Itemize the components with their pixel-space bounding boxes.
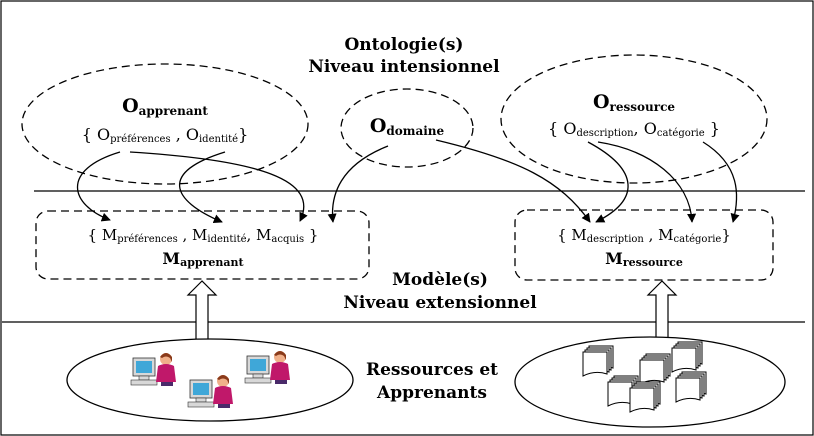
ontology-apprenant-title: Oapprenant xyxy=(122,95,208,118)
stacked-documents-icon xyxy=(639,353,671,385)
ontology-domaine-title: Odomaine xyxy=(370,115,445,138)
arrow-odesc-to-mcat xyxy=(597,141,697,223)
stacked-documents-icon xyxy=(671,341,703,373)
ontology-ressource-ellipse xyxy=(500,54,768,184)
model-ressource-title: Mressource xyxy=(605,249,683,269)
ontology-apprenant-ellipse xyxy=(21,63,309,185)
learner-at-computer-icon xyxy=(187,375,233,408)
ontology-domaine-ellipse xyxy=(340,88,474,168)
arrow-opref-to-mpref xyxy=(76,151,121,222)
ontology-apprenant-members: { Opréférences , Oidentité} xyxy=(82,125,249,145)
model-apprenant-members: { Mpréférences , Midentité, Macquis } xyxy=(88,226,319,245)
arrow-odomaine-to-macquis xyxy=(327,145,389,223)
stacked-documents-icon xyxy=(629,381,661,413)
learner-at-computer-icon xyxy=(244,351,290,384)
arrow-odomaine-to-mdesc xyxy=(435,139,591,223)
resources-learners-title-1: Ressources et xyxy=(366,360,498,380)
arrow-ocat-to-mcat xyxy=(702,141,740,223)
ontologies-title: Ontologie(s) xyxy=(345,35,464,55)
learner-at-computer-icon xyxy=(130,353,176,386)
ontology-ressource-members: { Odescription, Ocatégorie } xyxy=(548,119,720,139)
model-ressource-members: { Mdescription , Mcatégorie} xyxy=(557,226,731,245)
arrow-odesc-to-mdesc xyxy=(587,141,629,223)
model-apprenant-title: Mapprenant xyxy=(162,249,244,269)
models-title: Modèle(s) xyxy=(392,270,488,290)
intensional-level-title: Niveau intensionnel xyxy=(308,57,500,77)
extensional-level-title: Niveau extensionnel xyxy=(343,293,537,313)
stacked-documents-icon xyxy=(582,345,614,377)
documents-icon-group xyxy=(582,341,707,413)
model-ressource-box xyxy=(514,209,774,281)
arrow-opref-to-macquis xyxy=(129,151,308,222)
stacked-documents-icon xyxy=(675,371,707,403)
ontology-ressource-title: Oressource xyxy=(593,91,675,114)
resources-learners-title-2: Apprenants xyxy=(376,383,487,403)
arrow-oident-to-mident xyxy=(179,151,226,223)
learners-icon-group xyxy=(130,351,290,408)
